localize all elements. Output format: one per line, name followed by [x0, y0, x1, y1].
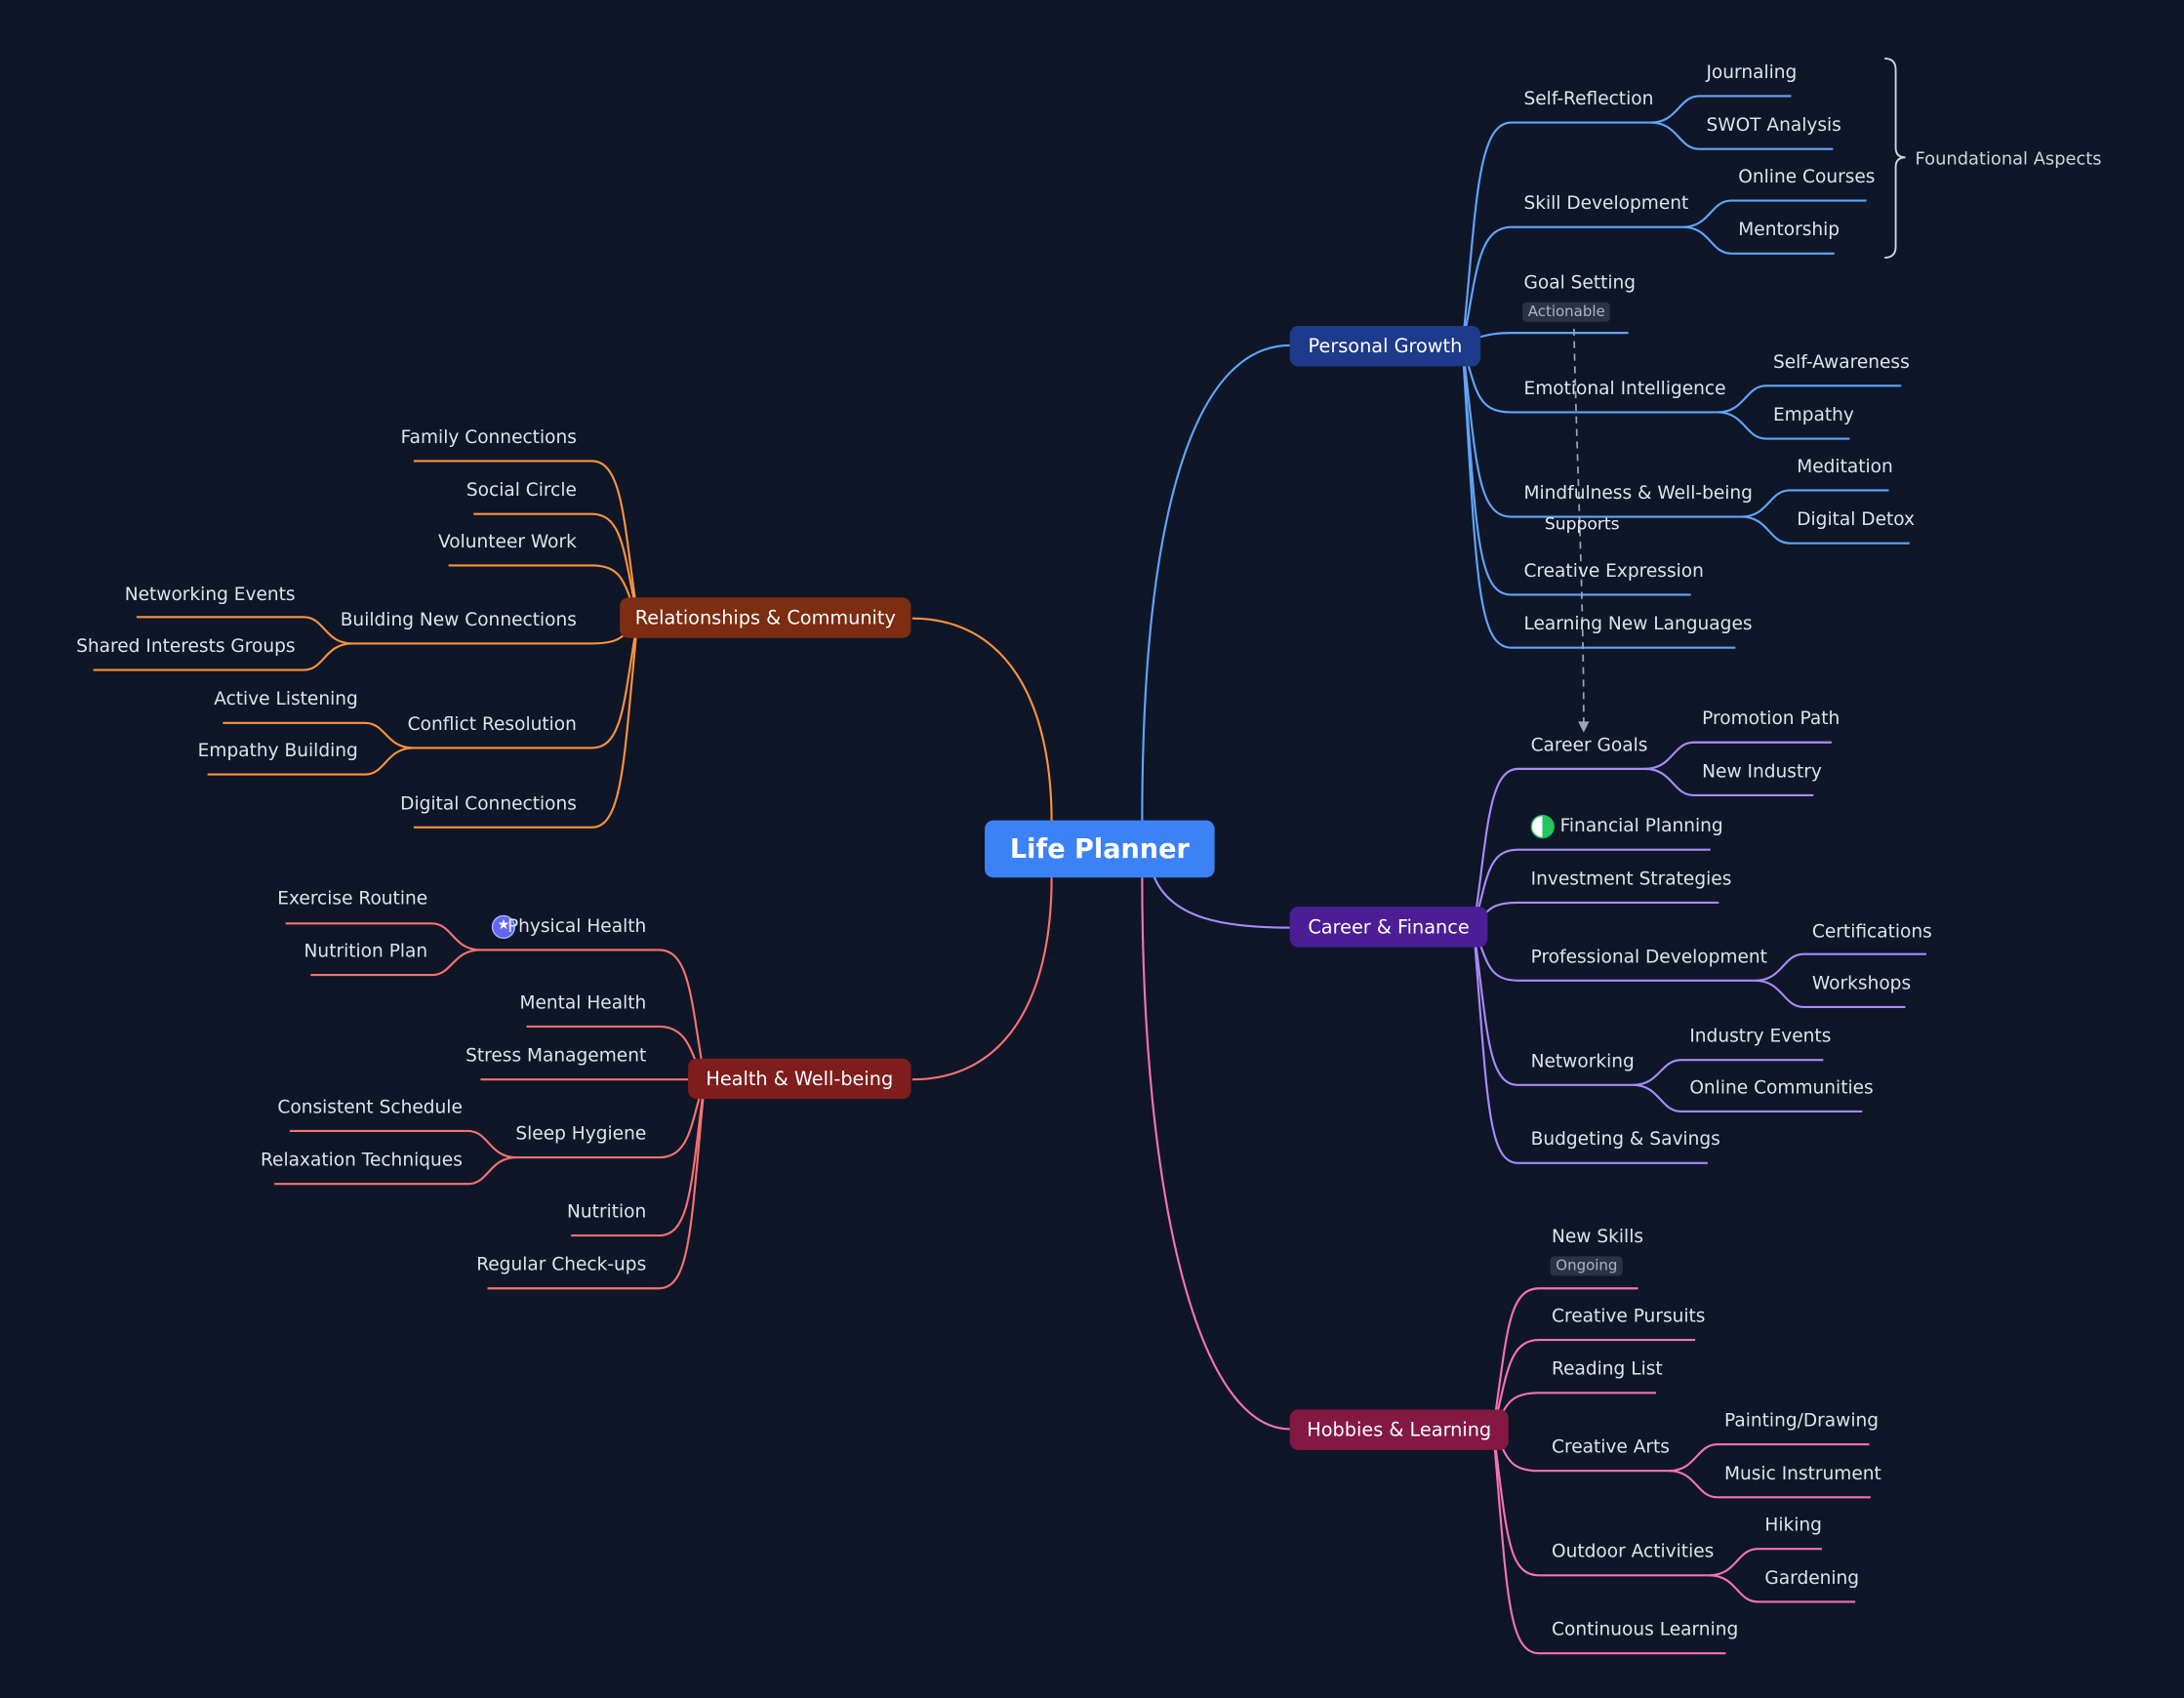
root-node[interactable]: Life Planner [985, 820, 1215, 878]
node-creative-arts[interactable]: Creative Arts [1552, 1436, 1670, 1459]
node-workshops[interactable]: Workshops [1811, 973, 1912, 995]
branch-career-finance[interactable]: Career & Finance [1289, 907, 1488, 948]
node-investment-strategies[interactable]: Investment Strategies [1530, 869, 1732, 891]
node-swot-analysis[interactable]: SWOT Analysis [1706, 115, 1841, 137]
node-building-connections[interactable]: Building New Connections [340, 610, 577, 631]
half-circle-progress-icon [1530, 814, 1555, 839]
node-career-goals[interactable]: Career Goals [1530, 735, 1648, 757]
node-financial-planning[interactable]: Financial Planning [1559, 816, 1723, 837]
node-industry-events[interactable]: Industry Events [1689, 1026, 1832, 1048]
summary-foundational-aspects[interactable]: Foundational Aspects [1915, 147, 2102, 169]
node-digital-connections[interactable]: Digital Connections [400, 793, 577, 815]
branch-hobbies-learning[interactable]: Hobbies & Learning [1289, 1409, 1509, 1450]
node-new-industry[interactable]: New Industry [1702, 761, 1822, 784]
node-creative-pursuits[interactable]: Creative Pursuits [1552, 1306, 1706, 1328]
node-budgeting-savings[interactable]: Budgeting & Savings [1530, 1129, 1720, 1151]
node-certifications[interactable]: Certifications [1811, 921, 1932, 944]
node-exercise-routine[interactable]: Exercise Routine [277, 888, 428, 910]
node-goal-setting[interactable]: Goal Setting [1523, 272, 1637, 295]
branch-personal-growth[interactable]: Personal Growth [1289, 325, 1481, 367]
node-journaling[interactable]: Journaling [1706, 62, 1798, 84]
node-outdoor-activities[interactable]: Outdoor Activities [1552, 1542, 1715, 1563]
relationship-label-supports[interactable]: Supports [1544, 513, 1620, 534]
node-social-circle[interactable]: Social Circle [465, 480, 577, 502]
node-conflict-resolution[interactable]: Conflict Resolution [407, 714, 577, 736]
node-continuous-learning[interactable]: Continuous Learning [1552, 1619, 1739, 1641]
node-family-connections[interactable]: Family Connections [400, 427, 577, 449]
node-active-listening[interactable]: Active Listening [214, 689, 358, 710]
node-stress-management[interactable]: Stress Management [465, 1045, 647, 1068]
node-learning-languages[interactable]: Learning New Languages [1523, 614, 1753, 635]
node-self-reflection[interactable]: Self-Reflection [1523, 89, 1654, 110]
node-promotion-path[interactable]: Promotion Path [1702, 708, 1840, 730]
node-creative-expression[interactable]: Creative Expression [1523, 561, 1704, 583]
node-reading-list[interactable]: Reading List [1552, 1359, 1663, 1381]
node-physical-health[interactable]: Physical Health [506, 916, 647, 938]
node-digital-detox[interactable]: Digital Detox [1797, 509, 1916, 531]
node-professional-development[interactable]: Professional Development [1530, 947, 1767, 968]
node-shared-interests[interactable]: Shared Interests Groups [76, 636, 296, 658]
node-hiking[interactable]: Hiking [1764, 1515, 1822, 1537]
star-badge-icon: ★ [491, 914, 516, 940]
node-consistent-schedule[interactable]: Consistent Schedule [277, 1097, 463, 1119]
node-mindfulness[interactable]: Mindfulness & Well-being [1523, 483, 1753, 505]
node-meditation[interactable]: Meditation [1797, 457, 1893, 478]
node-empathy-building[interactable]: Empathy Building [197, 741, 358, 762]
node-mentorship[interactable]: Mentorship [1738, 220, 1840, 241]
node-skill-development[interactable]: Skill Development [1523, 193, 1689, 215]
node-volunteer-work[interactable]: Volunteer Work [437, 532, 577, 553]
node-online-communities[interactable]: Online Communities [1689, 1077, 1874, 1100]
node-sleep-hygiene[interactable]: Sleep Hygiene [515, 1123, 647, 1146]
node-networking-events[interactable]: Networking Events [124, 585, 296, 606]
node-networking[interactable]: Networking [1530, 1051, 1635, 1073]
node-nutrition[interactable]: Nutrition [567, 1201, 647, 1224]
node-self-awareness[interactable]: Self-Awareness [1772, 352, 1910, 374]
node-empathy[interactable]: Empathy [1772, 405, 1854, 426]
node-regular-checkups[interactable]: Regular Check-ups [476, 1254, 647, 1276]
node-emotional-intelligence[interactable]: Emotional Intelligence [1523, 379, 1726, 400]
node-relaxation-techniques[interactable]: Relaxation Techniques [260, 1150, 463, 1172]
new-skills-tag: Ongoing [1550, 1256, 1624, 1276]
node-nutrition-plan[interactable]: Nutrition Plan [303, 941, 428, 963]
node-painting-drawing[interactable]: Painting/Drawing [1723, 1410, 1880, 1433]
node-gardening[interactable]: Gardening [1764, 1568, 1860, 1590]
branch-health-wellbeing[interactable]: Health & Well-being [688, 1058, 911, 1100]
node-new-skills[interactable]: New Skills [1552, 1227, 1644, 1248]
node-mental-health[interactable]: Mental Health [519, 992, 647, 1015]
branch-relationships-community[interactable]: Relationships & Community [620, 597, 911, 638]
node-online-courses[interactable]: Online Courses [1738, 167, 1876, 188]
goal-setting-tag: Actionable [1522, 302, 1611, 322]
node-music-instrument[interactable]: Music Instrument [1723, 1464, 1881, 1485]
